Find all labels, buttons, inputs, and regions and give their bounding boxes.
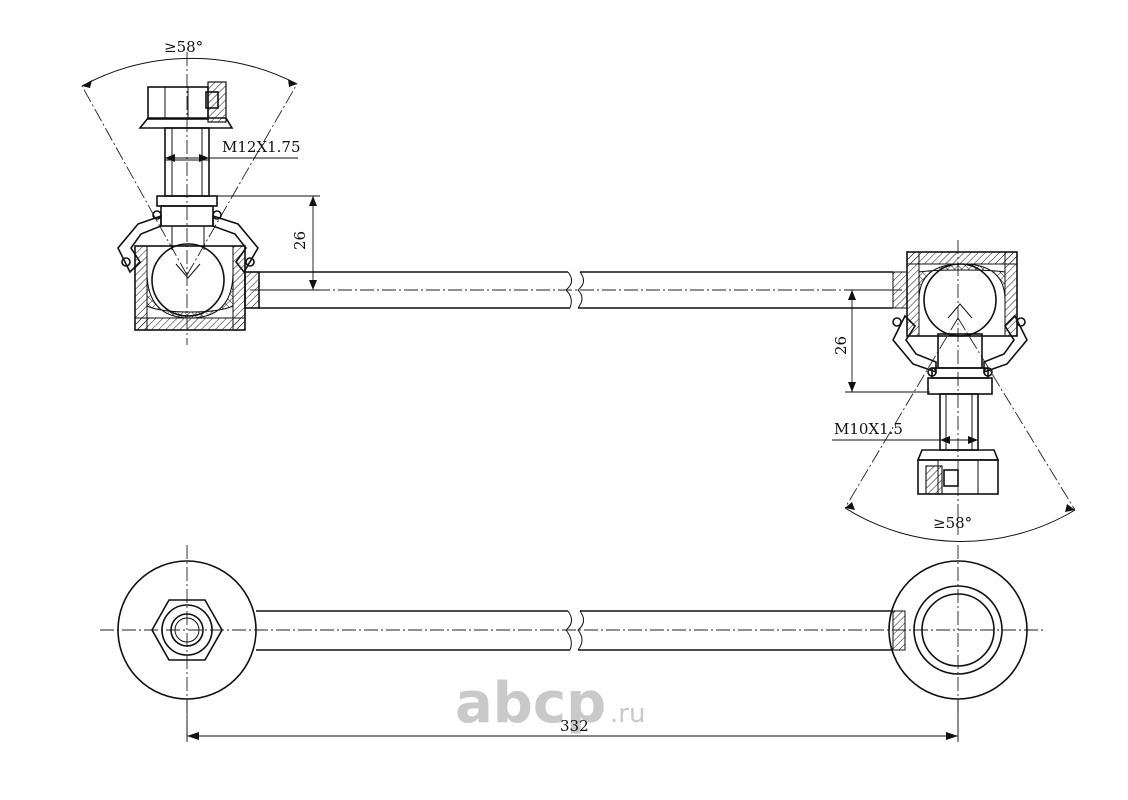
watermark-brand: abcp (455, 671, 606, 736)
link-rod-top-view (100, 545, 1045, 740)
angle-label-bottom: ≥58° (933, 514, 972, 532)
watermark: abcp .ru (455, 671, 645, 736)
left-ball-joint (81, 52, 298, 345)
dimension-overall-length (186, 700, 959, 742)
watermark-domain: .ru (610, 699, 645, 729)
right-ball-joint (844, 240, 1076, 542)
thread-label-left: M12X1.75 (222, 138, 301, 156)
link-rod-side (250, 271, 905, 309)
overall-length-label: 332 (560, 717, 589, 735)
height-label-right: 26 (832, 336, 850, 355)
dimensions-top (165, 154, 978, 444)
thread-label-right: M10X1.5 (834, 420, 903, 438)
height-label-left: 26 (291, 231, 309, 250)
angle-label-top: ≥58° (164, 38, 203, 56)
